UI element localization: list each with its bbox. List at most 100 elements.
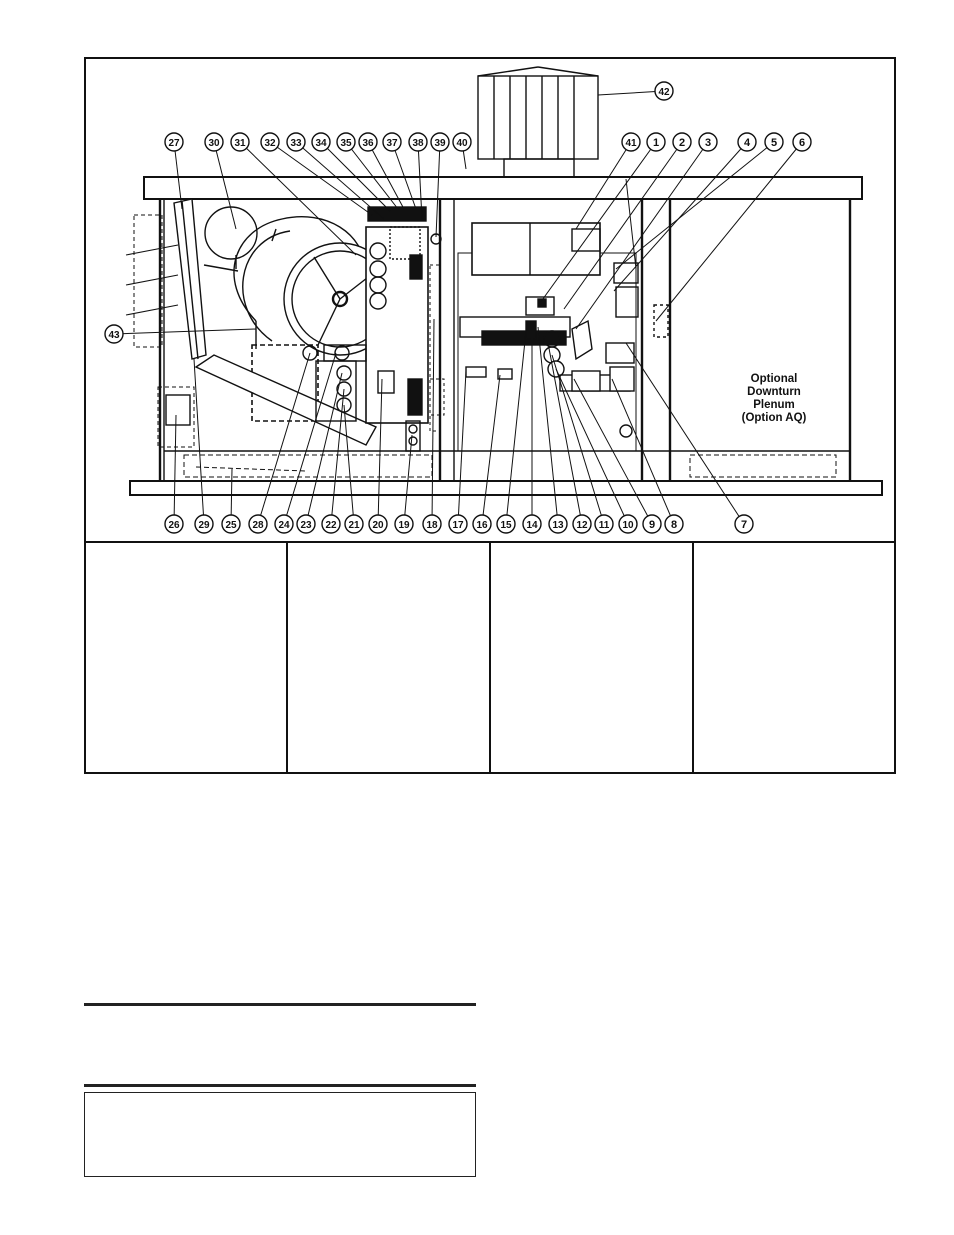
callout-25: 25 (221, 468, 241, 534)
callout-bubble (408, 132, 428, 152)
callout-number: 31 (234, 138, 246, 149)
plenum-label: Optional Downturn Plenum (Option AQ) (742, 373, 807, 424)
legend-column (286, 543, 491, 772)
callout-14: 14 (522, 329, 542, 534)
callout-leader (431, 318, 435, 525)
callout-bubble (204, 132, 224, 152)
callout-number: 8 (671, 519, 677, 531)
callout-bubble (430, 132, 450, 152)
callout-18: 18 (422, 318, 442, 534)
plenum-label-line: Downturn (747, 386, 801, 398)
callout-number: 10 (622, 520, 634, 531)
callout-bubble (286, 132, 306, 152)
callout-leader (283, 352, 337, 525)
callout-number: 13 (552, 520, 564, 531)
callout-leader (269, 141, 373, 216)
callout-leader (611, 378, 675, 525)
callout-6: 6 (655, 132, 812, 322)
callout-leader (173, 141, 183, 210)
callout-bubble (618, 514, 638, 534)
callout-bubble (522, 514, 542, 534)
callout-number: 16 (476, 520, 488, 531)
callout-leader (330, 388, 345, 525)
callout-16: 16 (472, 374, 501, 534)
callout-40: 40 (452, 132, 472, 170)
callout-number: 22 (325, 520, 337, 531)
callout-33: 33 (286, 132, 385, 220)
callout-number: 40 (456, 138, 468, 149)
callout-bubble (654, 81, 674, 101)
callout-27: 27 (164, 132, 184, 210)
callout-bubble (164, 514, 184, 534)
callout-38: 38 (408, 132, 428, 220)
callout-bubble (368, 514, 388, 534)
callout-number: 24 (278, 520, 290, 531)
callout-bubble (472, 514, 492, 534)
callout-number: 34 (315, 138, 327, 149)
callout-13: 13 (537, 326, 568, 534)
callout-number: 5 (771, 137, 777, 149)
callout-leader (615, 141, 775, 270)
callout-bubble (572, 514, 592, 534)
callout-bubble (642, 514, 662, 534)
callout-number: 42 (658, 87, 670, 98)
callout-32: 32 (260, 132, 373, 216)
callout-number: 14 (526, 520, 538, 531)
callout-number: 3 (705, 137, 711, 149)
callout-bubble (221, 514, 241, 534)
callout-bubble (734, 514, 754, 534)
callout-number: 6 (799, 137, 805, 149)
callout-7: 7 (625, 342, 754, 534)
callout-41: 41 (575, 132, 641, 230)
callout-number: 1 (653, 137, 659, 149)
callout-39: 39 (430, 132, 450, 238)
callout-leader (367, 141, 405, 210)
callout-bubble (311, 132, 331, 152)
legend-column (489, 543, 694, 772)
callout-leader (551, 354, 605, 525)
callout-bubble (394, 514, 414, 534)
callout-number: 37 (386, 138, 398, 149)
callout-number: 11 (599, 520, 610, 531)
callout-number: 28 (252, 520, 264, 531)
callout-leader (655, 141, 803, 322)
callout-bubble (698, 132, 718, 152)
legend-column (86, 543, 286, 772)
callout-leader (575, 141, 632, 230)
callout-number: 30 (208, 138, 220, 149)
callout-24: 24 (274, 352, 337, 534)
callout-bubble (496, 514, 516, 534)
callout-bubble (194, 514, 214, 534)
callout-leader (575, 141, 709, 330)
callout-bubble (646, 132, 666, 152)
callout-23: 23 (296, 372, 343, 534)
filter-grille (125, 214, 179, 348)
callout-5: 5 (615, 132, 784, 270)
callout-bubble (260, 132, 280, 152)
callout-leader (481, 374, 501, 525)
callout-leader (547, 342, 583, 525)
callout-number: 23 (300, 520, 312, 531)
callout-19: 19 (394, 434, 414, 534)
callout-leader (239, 141, 357, 256)
callout-bubble (321, 514, 341, 534)
callout-3: 3 (575, 132, 718, 330)
callout-leader (435, 141, 441, 238)
callout-number: 20 (372, 520, 384, 531)
callout-bubble (792, 132, 812, 152)
callout-10: 10 (555, 368, 638, 534)
callout-leader (320, 141, 391, 212)
callout-number: 33 (290, 138, 302, 149)
callout-leader (257, 352, 311, 525)
callout-number: 36 (362, 138, 374, 149)
cabinet-base (129, 480, 883, 496)
callout-number: 29 (198, 520, 210, 531)
callout-bubble (104, 324, 124, 344)
legend-table (86, 541, 894, 772)
callout-26: 26 (164, 414, 184, 534)
section-rule (84, 1084, 476, 1087)
callout-bubble (594, 514, 614, 534)
callout-number: 2 (679, 137, 685, 149)
callout-number: 25 (225, 520, 237, 531)
